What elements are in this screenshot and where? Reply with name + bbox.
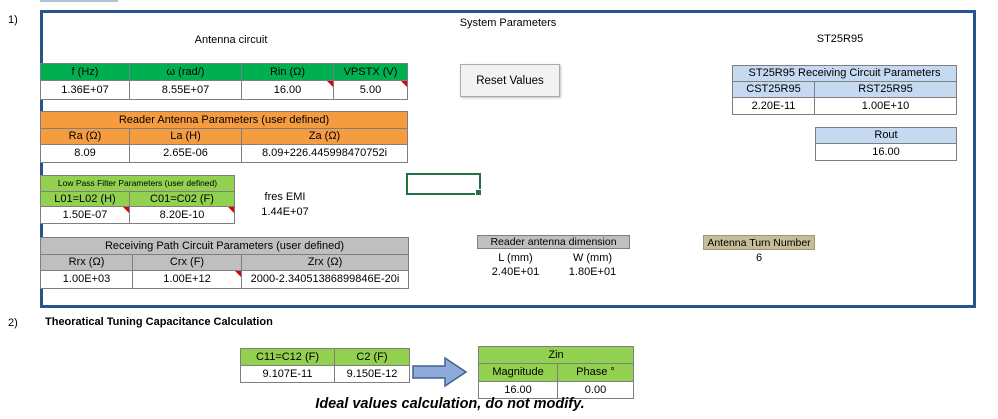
header-rout: Rout: [816, 128, 956, 143]
header-magnitude: Magnitude: [479, 364, 557, 381]
header-rst25r95: RST25R95: [814, 82, 956, 97]
comment-indicator-icon: [401, 81, 407, 87]
cell-cst25r95-value[interactable]: 2.20E-11: [751, 100, 796, 112]
cell-ra-value[interactable]: 8.09: [74, 147, 96, 159]
fill-handle[interactable]: [475, 189, 482, 196]
reader-antenna-params-title: Reader Antenna Parameters (user defined): [41, 112, 407, 128]
header-c01: C01=C02 (F): [129, 192, 234, 206]
selected-cell[interactable]: [406, 173, 482, 196]
right-arrow-icon: [412, 356, 468, 388]
reader-antenna-params-table: Reader Antenna Parameters (user defined)…: [40, 111, 408, 163]
antenna-turn-number-header: Antenna Turn Number: [703, 235, 815, 250]
st25r95-receiving-title: ST25R95 Receiving Circuit Parameters: [733, 66, 956, 81]
comment-indicator-icon: [228, 207, 234, 213]
vpstx-value-text: 5.00: [359, 84, 382, 96]
rin-value-text: 16.00: [273, 84, 302, 96]
comment-indicator-icon: [327, 81, 333, 87]
cell-c2-value[interactable]: 9.150E-12: [334, 366, 409, 382]
cell-l-value[interactable]: 2.40E+01: [491, 266, 540, 278]
header-cst25r95: CST25R95: [733, 82, 814, 97]
cell-rout-value[interactable]: 16.00: [872, 146, 900, 158]
section-2-label: 2): [8, 317, 18, 329]
header-zrx: Zrx (Ω): [241, 255, 408, 270]
crx-value-text: 1.00E+12: [163, 273, 211, 285]
cell-antenna-turns-value[interactable]: 6: [755, 252, 763, 264]
receiving-path-title: Receiving Path Circuit Parameters (user …: [41, 238, 408, 254]
zin-table: Zin Magnitude Phase ° 16.00 0.00: [478, 346, 634, 399]
header-f-hz: f (Hz): [41, 64, 129, 80]
cell-magnitude-value[interactable]: 16.00: [504, 384, 532, 396]
cell-phase-value[interactable]: 0.00: [557, 382, 633, 398]
low-pass-filter-table: Low Pass Filter Parameters (user defined…: [40, 175, 235, 224]
header-rrx: Rrx (Ω): [41, 255, 132, 270]
receiving-path-table: Receiving Path Circuit Parameters (user …: [40, 237, 409, 289]
cell-rin-value[interactable]: 16.00: [241, 81, 333, 99]
header-l01: L01=L02 (H): [41, 192, 129, 206]
header-c11-c12: C11=C12 (F): [241, 349, 334, 365]
top-edge-artifact: [40, 0, 118, 2]
header-crx: Crx (F): [132, 255, 241, 270]
box-title: System Parameters: [459, 17, 557, 29]
header-omega: ω (rad/): [129, 64, 241, 80]
rout-table: Rout 16.00: [815, 127, 957, 161]
st25r95-receiving-table: ST25R95 Receiving Circuit Parameters CST…: [732, 65, 957, 115]
system-params-table: f (Hz) ω (rad/) Rin (Ω) VPSTX (V) 1.36E+…: [40, 63, 408, 100]
header-l-mm: L (mm): [498, 252, 533, 264]
cell-f-value[interactable]: 1.36E+07: [61, 84, 109, 96]
cell-omega-value[interactable]: 8.55E+07: [129, 81, 241, 99]
cell-l01-value[interactable]: 1.50E-07: [41, 207, 129, 223]
fres-emi-label: fres EMI: [264, 191, 306, 203]
section-1-label: 1): [8, 14, 18, 26]
section-2-title: Theoratical Tuning Capacitance Calculati…: [45, 316, 273, 328]
header-phase: Phase °: [557, 364, 633, 381]
header-la: La (H): [129, 129, 241, 144]
l01-value-text: 1.50E-07: [62, 209, 108, 221]
low-pass-filter-title: Low Pass Filter Parameters (user defined…: [41, 176, 234, 191]
cell-c01-value[interactable]: 8.20E-10: [129, 207, 234, 223]
cell-za-value[interactable]: 8.09+226.445998470752i: [241, 145, 407, 162]
cell-la-value[interactable]: 2.65E-06: [129, 145, 241, 162]
cell-w-value[interactable]: 1.80E+01: [568, 266, 617, 278]
cell-c11-c12-value[interactable]: 9.107E-11: [262, 368, 313, 380]
footer-note: Ideal values calculation, do not modify.: [315, 396, 585, 412]
reset-values-button[interactable]: Reset Values: [460, 64, 560, 97]
comment-indicator-icon: [123, 207, 129, 213]
cell-zrx-value[interactable]: 2000-2.34051386899846E-20i: [241, 271, 408, 288]
header-za: Za (Ω): [241, 129, 407, 144]
cell-crx-value[interactable]: 1.00E+12: [132, 271, 241, 288]
fres-emi-value[interactable]: 1.44E+07: [261, 206, 309, 218]
zin-title: Zin: [479, 347, 633, 363]
header-w-mm: W (mm): [572, 252, 613, 264]
cell-vpstx-value[interactable]: 5.00: [333, 81, 407, 99]
antenna-circuit-title: Antenna circuit: [194, 34, 268, 46]
header-vpstx: VPSTX (V): [333, 64, 407, 80]
tuning-caps-table: C11=C12 (F) C2 (F) 9.107E-11 9.150E-12: [240, 348, 410, 383]
cell-rst25r95-value[interactable]: 1.00E+10: [814, 98, 956, 114]
header-ra: Ra (Ω): [41, 129, 129, 144]
st25r95-title: ST25R95: [816, 33, 864, 45]
cell-rrx-value[interactable]: 1.00E+03: [62, 273, 111, 285]
c01-value-text: 8.20E-10: [159, 209, 205, 221]
reader-antenna-dimension-header: Reader antenna dimension: [477, 235, 630, 249]
comment-indicator-icon: [235, 271, 241, 277]
header-c2: C2 (F): [334, 349, 409, 365]
header-rin: Rin (Ω): [241, 64, 333, 80]
